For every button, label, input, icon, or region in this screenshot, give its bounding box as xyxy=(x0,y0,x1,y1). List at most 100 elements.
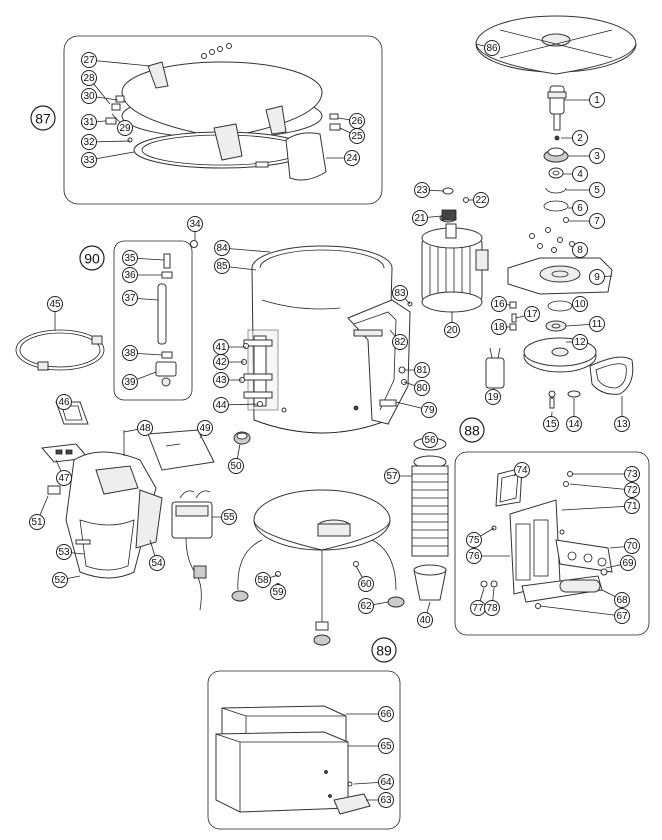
callout-number: 43 xyxy=(215,375,227,386)
callout-24: 24 xyxy=(326,150,360,166)
callout-number: 7 xyxy=(594,216,600,227)
callout-bubble xyxy=(213,397,229,413)
callout-bubble xyxy=(421,402,437,418)
callout-83: 83 xyxy=(392,285,411,305)
callout-86: 86 xyxy=(475,40,500,56)
callout-31: 31 xyxy=(81,114,107,130)
callout-layer: 1234567891011121314151617181920212223242… xyxy=(29,40,640,808)
callout-number: 5 xyxy=(594,185,600,196)
callout-bubble xyxy=(81,152,97,168)
callout-number: 20 xyxy=(446,325,458,336)
callout-bubble xyxy=(214,258,230,274)
callout-number: 3 xyxy=(594,151,600,162)
callout-bubble xyxy=(384,468,400,484)
callout-5: 5 xyxy=(566,182,605,198)
callout-bubble xyxy=(624,498,640,514)
callout-65: 65 xyxy=(348,738,394,754)
callout-75: 75 xyxy=(466,527,495,548)
callout-52: 52 xyxy=(52,572,81,588)
callout-number: 24 xyxy=(346,153,358,164)
callout-56: 56 xyxy=(422,432,438,448)
callout-number: 51 xyxy=(31,517,43,528)
callout-number: 60 xyxy=(360,579,372,590)
callout-bubble xyxy=(485,389,501,405)
callout-bubble xyxy=(566,416,582,432)
collection-bin-drawing xyxy=(215,705,371,815)
callout-number: 74 xyxy=(516,465,528,476)
callout-bubble xyxy=(466,532,482,548)
callout-bubble xyxy=(56,544,72,560)
callout-bubble xyxy=(392,334,408,350)
callout-number: 38 xyxy=(124,348,136,359)
callout-bubble xyxy=(344,150,360,166)
callout-bubble xyxy=(572,166,588,182)
callout-bubble xyxy=(122,290,138,306)
callout-number: 80 xyxy=(416,383,428,394)
callout-bubble xyxy=(524,306,540,322)
callout-number: 37 xyxy=(124,293,136,304)
callout-number: 59 xyxy=(272,587,284,598)
motor-drawing xyxy=(421,187,489,313)
callout-number: 46 xyxy=(58,397,70,408)
callout-27: 27 xyxy=(81,52,151,68)
callout-16: 16 xyxy=(491,296,511,312)
callout-21: 21 xyxy=(412,210,443,226)
callout-bubble xyxy=(56,470,72,486)
callout-67: 67 xyxy=(539,605,630,624)
hose-coil-drawing xyxy=(15,329,105,371)
callout-25: 25 xyxy=(339,127,365,144)
callout-number: 1 xyxy=(594,95,600,106)
callout-number: 58 xyxy=(257,575,269,586)
callout-15: 15 xyxy=(543,411,559,432)
callout-8: 8 xyxy=(572,242,588,258)
callout-12: 12 xyxy=(566,334,588,350)
callout-35: 35 xyxy=(122,250,165,266)
callout-9: 9 xyxy=(589,269,613,285)
callout-number: 17 xyxy=(526,309,538,320)
callout-bubble xyxy=(614,592,630,608)
callout-82: 82 xyxy=(389,329,408,350)
group-90-box xyxy=(113,240,193,401)
callout-bubble xyxy=(543,416,559,432)
group-89-box xyxy=(207,670,401,830)
callout-bubble xyxy=(417,612,433,628)
callout-bubble xyxy=(620,555,636,571)
callout-41: 41 xyxy=(213,339,246,355)
callout-4: 4 xyxy=(563,166,588,182)
callout-68: 68 xyxy=(601,589,630,608)
callout-number: 16 xyxy=(493,299,505,310)
callout-number: 78 xyxy=(486,603,498,614)
callout-43: 43 xyxy=(213,372,242,388)
callout-bubble xyxy=(484,600,500,616)
callout-33: 33 xyxy=(81,151,135,168)
callout-bubble xyxy=(589,316,605,332)
callout-bubble xyxy=(514,462,530,478)
callout-bubble xyxy=(52,572,68,588)
callout-40: 40 xyxy=(417,601,433,628)
callout-bubble xyxy=(414,380,430,396)
callout-36: 36 xyxy=(122,267,162,283)
callout-bubble xyxy=(213,354,229,370)
callout-14: 14 xyxy=(566,398,582,432)
callout-26: 26 xyxy=(337,113,365,129)
callout-number: 9 xyxy=(594,272,600,283)
callout-number: 21 xyxy=(414,213,426,224)
group-87-box xyxy=(63,35,383,205)
callout-38: 38 xyxy=(122,345,163,361)
callout-48: 48 xyxy=(123,420,153,436)
group-bubble xyxy=(459,417,485,443)
callout-bubble xyxy=(81,70,97,86)
callout-number: 23 xyxy=(416,185,428,196)
callout-bubble xyxy=(197,420,213,436)
callout-66: 66 xyxy=(346,706,394,722)
callout-number: 72 xyxy=(626,485,638,496)
callout-45: 45 xyxy=(47,296,63,330)
switch-box-drawing xyxy=(171,490,213,611)
callout-number: 8 xyxy=(577,245,583,256)
callout-bubble xyxy=(122,374,138,390)
callout-bubble xyxy=(491,319,507,335)
leader-line xyxy=(561,505,633,511)
callout-number: 71 xyxy=(626,501,638,512)
callout-bubble xyxy=(589,92,605,108)
